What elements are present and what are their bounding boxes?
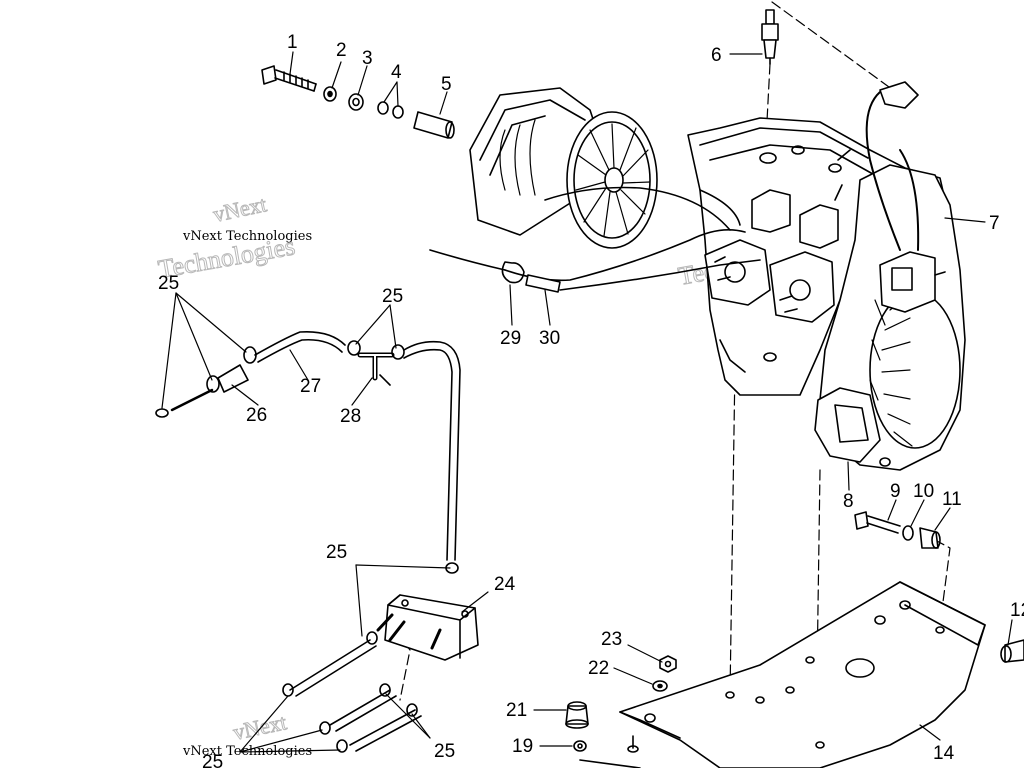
callout-19: 19 — [512, 736, 533, 757]
carburetor-right — [769, 251, 835, 323]
callout-25-lower-left: 25 — [202, 752, 223, 768]
callout-1: 1 — [287, 32, 298, 53]
drive-clutch — [469, 87, 658, 249]
clutch-spokes — [575, 123, 651, 237]
callout-2: 2 — [336, 40, 347, 61]
spark-plug-6 — [761, 9, 779, 65]
leader-lines — [161, 51, 1013, 753]
callout-14: 14 — [933, 743, 955, 764]
callout-9: 9 — [890, 481, 901, 502]
callout-25-tee: 25 — [382, 286, 403, 307]
callout-12: 12 — [1010, 600, 1024, 621]
hose-clamp-25-tee — [347, 340, 405, 360]
nut-19 — [573, 740, 587, 752]
callout-30: 30 — [539, 328, 560, 349]
callout-3: 3 — [362, 48, 373, 69]
callout-10: 10 — [913, 481, 934, 502]
bolt-1 — [261, 65, 317, 92]
callout-22: 22 — [588, 658, 609, 679]
callout-27: 27 — [300, 376, 321, 397]
callout-21: 21 — [506, 700, 527, 721]
callout-28: 28 — [340, 406, 361, 427]
recoil-handle-8 — [814, 387, 891, 467]
washer-22 — [652, 680, 668, 692]
callout-25-pump: 25 — [326, 542, 347, 563]
washer-3 — [348, 93, 364, 111]
callout-4: 4 — [391, 62, 402, 83]
fuel-pump-24 — [376, 594, 479, 661]
bushing-11 — [919, 527, 941, 549]
rubber-mount-21 — [565, 701, 589, 729]
mount-plate-14 — [619, 581, 986, 768]
lower-bracket — [579, 759, 641, 768]
ignition-coil-7 — [879, 251, 946, 313]
fuel-filter-26 — [155, 364, 249, 418]
nut-23 — [659, 655, 677, 673]
bushing-12 — [1000, 639, 1024, 663]
fuel-hose-27 — [254, 330, 346, 363]
cable-30 — [525, 274, 561, 293]
carburetor-left — [704, 239, 771, 306]
watermark-text-7: vNext — [231, 709, 289, 745]
callout-11: 11 — [942, 489, 962, 510]
fuel-hose-vertical — [403, 340, 461, 574]
engine-assembly — [687, 81, 966, 471]
callout-7: 7 — [989, 213, 1000, 234]
callout-25-left: 25 — [158, 273, 179, 294]
cable-clip-29 — [501, 261, 525, 284]
bolt-9 — [854, 511, 901, 534]
washer-2 — [323, 86, 337, 102]
callout-6: 6 — [711, 45, 722, 66]
callout-26: 26 — [246, 405, 267, 426]
tee-fitting-28 — [357, 352, 395, 386]
watermark-text-3: vNext — [211, 191, 269, 227]
washer-10 — [902, 525, 914, 541]
callout-24: 24 — [494, 574, 516, 595]
callout-25-lower-right: 25 — [434, 741, 455, 762]
callout-23: 23 — [601, 629, 622, 650]
bushing-5 — [413, 111, 455, 139]
fuel-hoses-lower — [282, 631, 422, 753]
callout-labels: 1 2 3 4 5 6 7 8 9 10 11 12 14 19 21 22 2… — [158, 32, 1024, 768]
o-rings-4 — [377, 101, 404, 119]
callout-29: 29 — [500, 328, 521, 349]
watermark-text-1: vNext Technologies — [182, 229, 312, 244]
callout-8: 8 — [843, 491, 854, 512]
stud-20 — [627, 735, 639, 753]
callout-5: 5 — [441, 74, 452, 95]
